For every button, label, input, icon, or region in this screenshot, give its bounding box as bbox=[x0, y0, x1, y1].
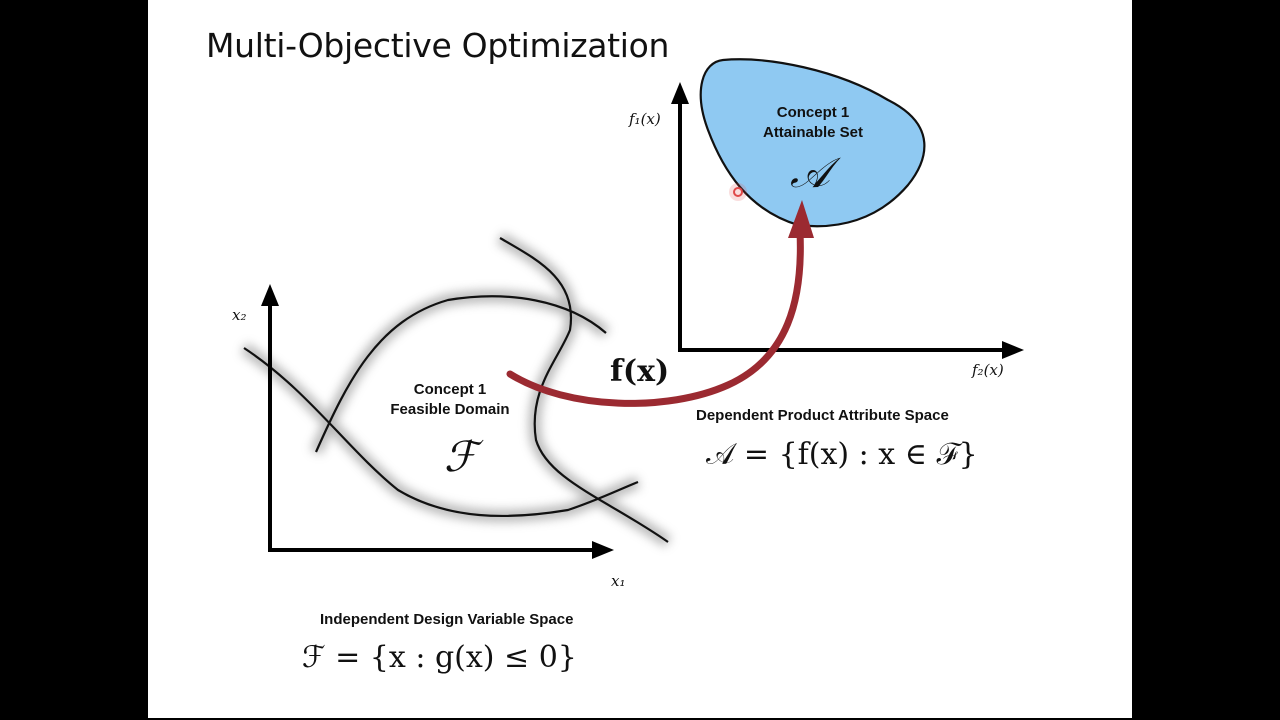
attribute-y-axis-label: f₁(x) bbox=[629, 110, 661, 128]
design-space-caption: Independent Design Variable Space bbox=[320, 611, 574, 628]
design-space-axes bbox=[265, 294, 606, 555]
cursor-dot bbox=[733, 187, 743, 197]
constraint-curve-1 bbox=[243, 347, 639, 518]
attainable-set-line2: Attainable Set bbox=[762, 124, 864, 141]
feasible-set-equation: ℱ = {x : g(x) ≤ 0} bbox=[302, 640, 577, 675]
attainable-set-region bbox=[699, 58, 926, 228]
mapping-arrow-head bbox=[788, 200, 814, 238]
feasible-domain-line2: Feasible Domain bbox=[390, 401, 510, 418]
slide-title: Multi-Objective Optimization bbox=[206, 26, 670, 65]
attribute-space-caption: Dependent Product Attribute Space bbox=[696, 407, 949, 424]
feasible-domain-line1: Concept 1 bbox=[413, 381, 487, 398]
attainable-set-line1: Concept 1 bbox=[776, 104, 850, 121]
attainable-set-label: Concept 1 Attainable Set bbox=[743, 103, 883, 143]
attribute-space-axes bbox=[678, 96, 1010, 352]
constraint-curve-2 bbox=[314, 295, 607, 453]
mapping-arrow bbox=[506, 228, 804, 407]
attribute-x-axis-label: f₂(x) bbox=[972, 361, 1004, 379]
attainable-set-symbol: 𝒜 bbox=[790, 148, 830, 197]
feasible-domain-label: Concept 1 Feasible Domain bbox=[380, 380, 520, 420]
mapping-label: f(x) bbox=[610, 354, 670, 389]
design-x-axis-label: x₁ bbox=[611, 572, 626, 590]
slide: Multi-Objective Optimization x₂ x₁ Conce… bbox=[148, 0, 1132, 718]
diagram-canvas bbox=[240, 58, 1024, 559]
design-y-axis-label: x₂ bbox=[232, 306, 247, 324]
attainable-set-equation: 𝒜 = {f(x) : x ∈ ℱ} bbox=[706, 437, 978, 472]
feasible-domain-symbol: ℱ bbox=[444, 432, 478, 481]
